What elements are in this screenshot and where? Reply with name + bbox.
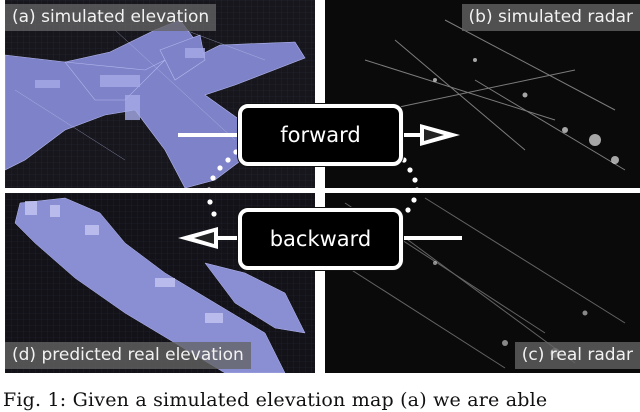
backward-button[interactable]: backward <box>238 208 403 270</box>
simulated-elevation-panel: (a) simulated elevation <box>5 0 315 188</box>
forward-button[interactable]: forward <box>238 104 403 166</box>
simulated-radar-panel: (b) simulated radar <box>325 0 640 188</box>
simulated-elevation-map <box>5 0 315 188</box>
panel-label-simulated-radar: (b) simulated radar <box>461 4 640 31</box>
panel-label-simulated-elevation: (a) simulated elevation <box>5 4 217 31</box>
figure-caption: Fig. 1: Given a simulated elevation map … <box>3 389 548 411</box>
panel-label-real-radar: (c) real radar <box>514 342 640 369</box>
real-radar-panel: (c) real radar <box>325 193 640 373</box>
panel-label-predicted-elevation: (d) predicted real elevation <box>5 342 251 369</box>
